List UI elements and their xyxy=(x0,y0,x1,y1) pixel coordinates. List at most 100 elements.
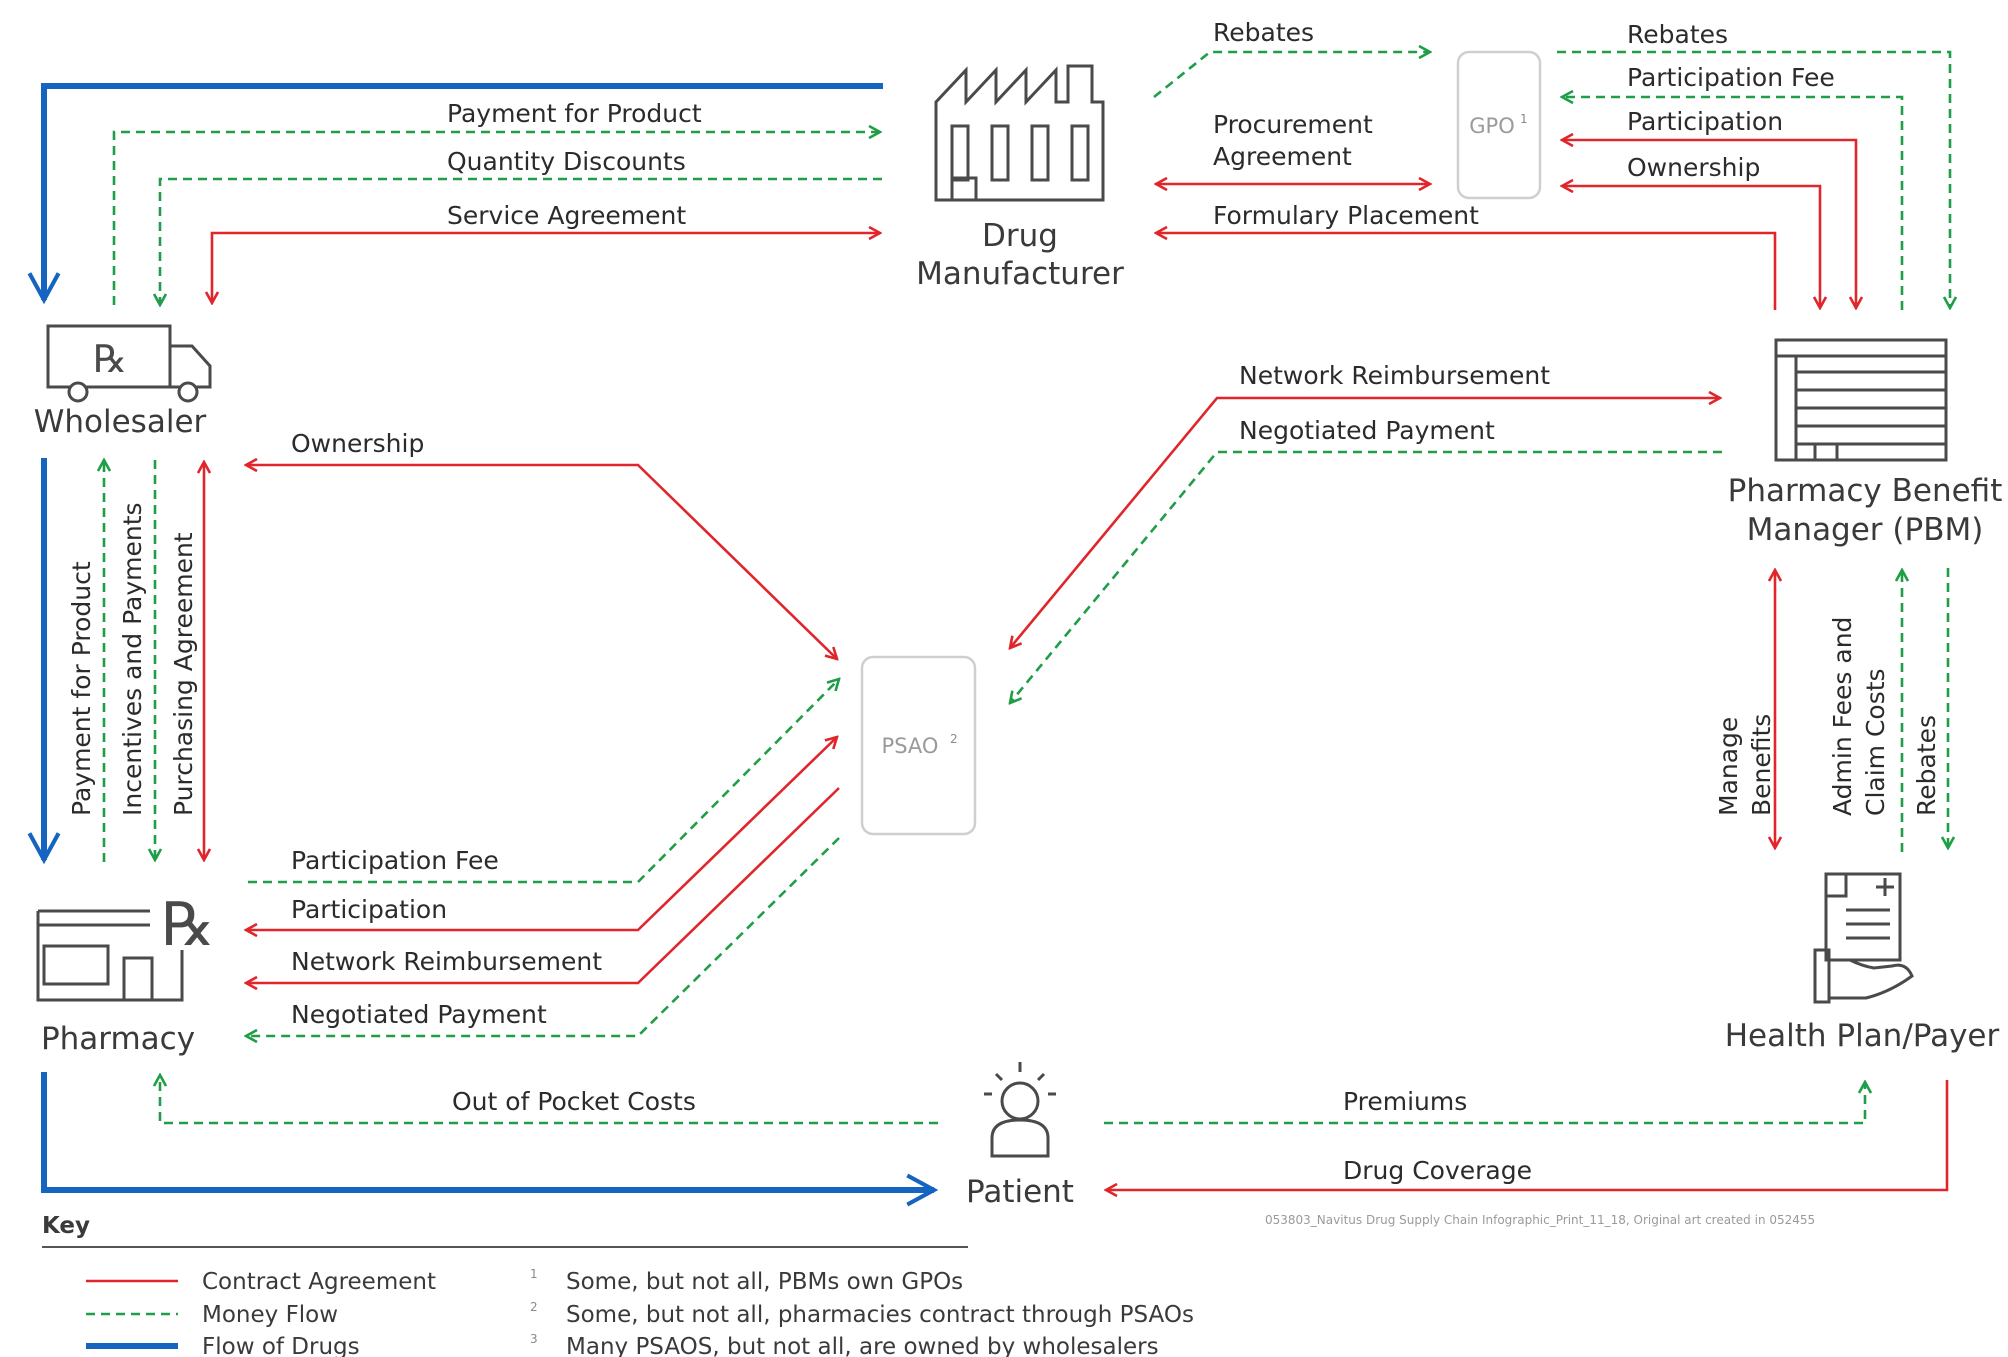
pharmacy-participation-fee-label: Participation Fee xyxy=(291,846,499,875)
admin-fees-and-label: Admin Fees and xyxy=(1828,617,1857,816)
quantity-discounts-label: Quantity Discounts xyxy=(447,147,686,176)
premiums-label: Premiums xyxy=(1343,1087,1467,1116)
out-of-pocket-costs-arrow xyxy=(160,1075,938,1125)
gpo-box xyxy=(1456,50,1542,200)
storefront-icon xyxy=(36,909,184,1002)
pharmacy-network-reimbursement-label: Network Reimbursement xyxy=(291,947,602,976)
health-plan-node: Health Plan/Payer xyxy=(1725,872,2000,1054)
gpo-participation-label: Participation xyxy=(1627,107,1783,136)
pharmacy-label: Pharmacy xyxy=(41,1021,195,1057)
gpo-participation-fee-label: Participation Fee xyxy=(1627,63,1835,92)
pharmacy-psao-flows: Participation Fee Participation Network … xyxy=(246,679,839,1036)
formulary-placement-arrow xyxy=(1156,233,1777,310)
pharmacy-negotiated-payment-label: Negotiated Payment xyxy=(291,1000,547,1029)
document-in-hand-icon xyxy=(1813,872,1914,1004)
footnote-1-text: Some, but not all, PBMs own GPOs xyxy=(566,1269,963,1295)
factory-icon xyxy=(934,64,1105,202)
manage-label: Manage xyxy=(1714,717,1743,816)
service-agreement-arrow xyxy=(212,233,880,303)
procurement-label: Procurement xyxy=(1213,110,1373,139)
footnote-3-text: Many PSAOS, but not all, are owned by wh… xyxy=(566,1334,1159,1357)
rebates-to-gpo-label: Rebates xyxy=(1213,18,1314,47)
drug-flow-lines xyxy=(27,83,939,1207)
manufacturer-gpo-flows: Rebates Procurement Agreement Formulary … xyxy=(1153,18,1777,310)
gpo-footnote-marker: 1 xyxy=(1520,112,1528,126)
rebates-to-gpo-arrow xyxy=(1153,52,1430,99)
pbm-label-line1: Pharmacy Benefit xyxy=(1728,473,2003,509)
gpo-rebates-label: Rebates xyxy=(1627,20,1728,49)
truck-icon xyxy=(46,324,212,403)
wholesaler-node: ℞ Wholesaler xyxy=(34,324,212,440)
payment-for-product-label: Payment for Product xyxy=(447,99,702,128)
pbm-psao-flows: Network Reimbursement Negotiated Payment xyxy=(1010,361,1722,703)
psao-footnote-marker: 2 xyxy=(950,732,958,746)
wholesaler-ownership-label: Ownership xyxy=(291,429,424,458)
footnote-2-text: Some, but not all, pharmacies contract t… xyxy=(566,1302,1194,1328)
patient-label: Patient xyxy=(966,1174,1074,1210)
out-of-pocket-costs-label: Out of Pocket Costs xyxy=(452,1087,696,1116)
formulary-placement-label: Formulary Placement xyxy=(1213,201,1479,230)
hp-rebates-label: Rebates xyxy=(1912,715,1941,816)
art-credit-text: 053803_Navitus Drug Supply Chain Infogra… xyxy=(1265,1213,1815,1227)
patient-flows: Out of Pocket Costs Premiums Drug Covera… xyxy=(160,1075,1949,1190)
person-icon xyxy=(984,1062,1056,1158)
premiums-arrow xyxy=(1104,1082,1865,1125)
pbm-health-plan-flows: Manage Benefits Admin Fees and Claim Cos… xyxy=(1714,568,1948,852)
quantity-discounts-arrow xyxy=(160,177,882,305)
key-title: Key xyxy=(42,1213,90,1239)
manufacturer-label-line2: Manufacturer xyxy=(916,256,1124,292)
agreement-label: Agreement xyxy=(1213,142,1352,171)
ownership-gpo-arrow xyxy=(1562,186,1820,308)
pharmacy-participation-arrow xyxy=(246,737,837,930)
manufacturer-label-line1: Drug xyxy=(982,218,1058,254)
health-plan-label: Health Plan/Payer xyxy=(1725,1018,2000,1054)
flow-of-drugs-key-label: Flow of Drugs xyxy=(202,1334,360,1357)
patient-node: Patient xyxy=(966,1062,1074,1210)
footnote-2-number: 2 xyxy=(530,1300,538,1314)
pharmacy-network-reimbursement-arrow xyxy=(246,787,840,983)
gpo-node: GPO 1 xyxy=(1456,50,1542,200)
footnote-1-number: 1 xyxy=(530,1267,538,1281)
legend: Key Contract Agreement Money Flow Flow o… xyxy=(42,1213,1194,1357)
footnote-3-number: 3 xyxy=(530,1332,538,1346)
drug-coverage-label: Drug Coverage xyxy=(1343,1156,1532,1185)
pbm-negotiated-payment-arrow xyxy=(1010,450,1722,703)
participation-fee-arrow xyxy=(1562,97,1904,310)
money-flow-key-label: Money Flow xyxy=(202,1302,338,1328)
wholesaler-psao-flow: Ownership xyxy=(246,429,837,659)
pharmacy-rx-icon: ℞ xyxy=(161,890,215,960)
wholesaler-ownership-arrow xyxy=(246,465,837,659)
psao-label: PSAO xyxy=(882,734,939,758)
wholesaler-pharmacy-flows: Payment for Product Incentives and Payme… xyxy=(67,460,204,862)
psao-box xyxy=(860,655,977,836)
service-agreement-label: Service Agreement xyxy=(447,201,686,230)
drug-flow-pharmacy-to-patient xyxy=(41,1072,939,1207)
drug-coverage-arrow xyxy=(1106,1080,1949,1190)
pbm-node: Pharmacy Benefit Manager (PBM) xyxy=(1728,338,2003,548)
pharmacy-node: ℞ Pharmacy xyxy=(36,890,215,1057)
drug-manufacturer-node: Drug Manufacturer xyxy=(916,64,1124,292)
payment-for-product-vertical-label: Payment for Product xyxy=(67,561,96,816)
participation-arrow xyxy=(1562,140,1856,308)
pbm-network-reimbursement-label: Network Reimbursement xyxy=(1239,361,1550,390)
wholesaler-manufacturer-flows: Payment for Product Quantity Discounts S… xyxy=(112,99,882,305)
pbm-negotiated-payment-label: Negotiated Payment xyxy=(1239,416,1495,445)
pbm-network-reimbursement-arrow xyxy=(1010,398,1720,648)
pharmacy-participation-label: Participation xyxy=(291,895,447,924)
building-icon xyxy=(1774,338,1948,462)
gpo-label: GPO xyxy=(1469,114,1514,138)
psao-node: PSAO 2 xyxy=(860,655,977,836)
payment-for-product-arrow xyxy=(112,132,880,305)
gpo-pbm-flows: Rebates Participation Fee Participation … xyxy=(1557,20,1950,310)
rx-symbol-icon: ℞ xyxy=(93,337,127,381)
contract-agreement-key-label: Contract Agreement xyxy=(202,1269,436,1295)
wholesaler-label: Wholesaler xyxy=(34,404,207,440)
gpo-ownership-label: Ownership xyxy=(1627,153,1760,182)
drug-flow-manufacturer-to-wholesaler xyxy=(27,83,883,305)
purchasing-agreement-label: Purchasing Agreement xyxy=(169,532,198,816)
claim-costs-label: Claim Costs xyxy=(1861,668,1890,816)
benefits-label: Benefits xyxy=(1747,714,1776,816)
incentives-and-payments-label: Incentives and Payments xyxy=(118,502,147,816)
gpo-rebates-to-pbm-arrow xyxy=(1557,50,1950,308)
